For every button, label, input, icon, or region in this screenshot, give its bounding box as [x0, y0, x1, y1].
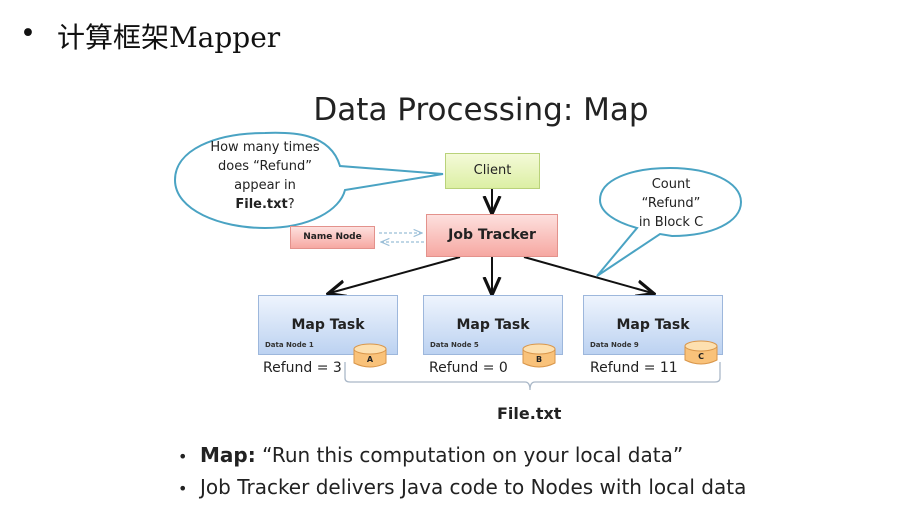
callout-right-text: Count “Refund” in Block C — [610, 175, 732, 232]
header-title: 计算框架Mapper — [57, 21, 281, 54]
data-block-icon-b: B — [522, 343, 556, 368]
map-result-2: Refund = 0 — [429, 360, 508, 376]
callout-right-bubble — [596, 166, 743, 277]
callout-left-file: File.txt — [235, 197, 288, 212]
data-block-icon-a: A — [353, 343, 387, 368]
file-brace — [344, 362, 721, 391]
data-node-label: Data Node 5 — [430, 341, 479, 349]
data-node-label: Data Node 1 — [265, 341, 314, 349]
bullet-bold: Map: — [200, 443, 256, 467]
callout-left-bubble — [173, 131, 444, 230]
bullet-dot: • — [178, 479, 188, 498]
arrow-tracker-to-task-1 — [330, 256, 461, 293]
map-result-1: Refund = 3 — [263, 360, 342, 376]
bullet-text: Job Tracker delivers Java code to Nodes … — [200, 475, 747, 499]
map-task-label: Map Task — [291, 317, 365, 333]
file-label: File.txt — [497, 404, 562, 423]
job-tracker-node: Job Tracker — [426, 214, 558, 257]
map-result-3: Refund = 11 — [590, 360, 678, 376]
bullet-item-2: • Job Tracker delivers Java code to Nodes… — [178, 475, 746, 507]
callout-left-line-3: appear in — [234, 178, 296, 193]
callout-right-line-1: Count — [651, 177, 691, 192]
name-node: Name Node — [290, 226, 375, 249]
header-bullet: • — [20, 18, 36, 49]
map-task-label: Map Task — [456, 317, 530, 333]
bullet-text: “Run this computation on your local data… — [255, 443, 684, 467]
client-node: Client — [445, 153, 540, 189]
callout-right-line-3: in Block C — [638, 215, 704, 230]
slide-title: Data Processing: Map — [313, 92, 649, 128]
callout-left-line-2: does “Refund” — [218, 159, 312, 174]
data-block-icon-c: C — [684, 340, 718, 365]
callout-left-suffix: ? — [287, 197, 295, 212]
bullet-dot: • — [178, 447, 188, 466]
block-label: A — [367, 355, 374, 364]
callout-right-line-2: “Refund” — [641, 196, 701, 211]
callout-left-text: How many times does “Refund” appear in F… — [190, 138, 340, 214]
block-label: B — [536, 355, 542, 364]
arrow-tracker-to-task-3 — [523, 256, 652, 293]
block-label: C — [698, 352, 704, 361]
map-task-label: Map Task — [616, 317, 690, 333]
data-node-label: Data Node 9 — [590, 341, 639, 349]
callout-left-line-1: How many times — [210, 140, 320, 155]
bullet-item-1: • Map: “Run this computation on your loca… — [178, 443, 746, 475]
bullet-list: • Map: “Run this computation on your loca… — [178, 443, 746, 507]
